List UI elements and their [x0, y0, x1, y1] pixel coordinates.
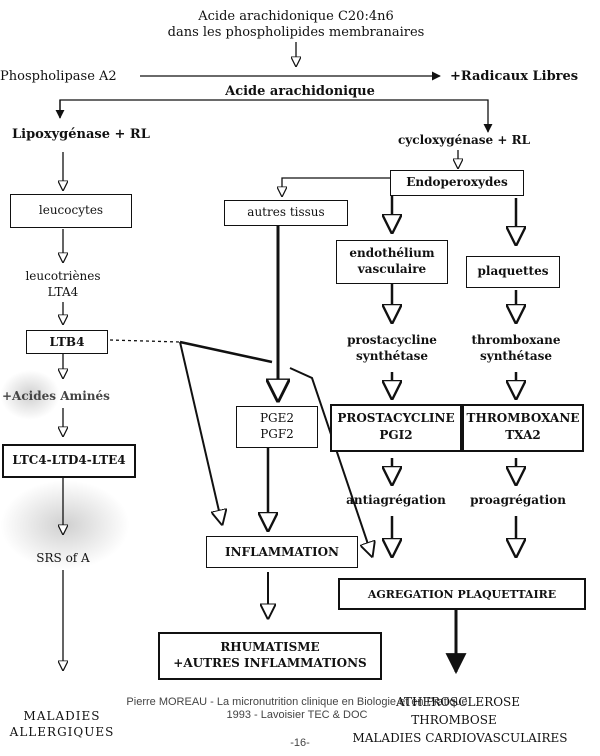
maladies-allergiques-1: MALADIES — [23, 709, 101, 723]
maladies-cardio-label: MALADIES CARDIOVASCULAIRES — [352, 731, 568, 745]
radicaux-label: +Radicaux Libres — [450, 69, 579, 84]
acide-label: Acide arachidonique — [225, 84, 375, 99]
pgf2-label: PGF2 — [260, 427, 294, 441]
antiagregation-label: antiagrégation — [346, 493, 446, 507]
pge2-box: PGE2 PGF2 — [236, 406, 318, 448]
thromboxane-synth-2: synthétase — [479, 349, 553, 363]
line-ltb4 — [109, 339, 181, 343]
arrow-autres — [282, 177, 390, 196]
leucocytes-box: leucocytes — [10, 194, 132, 228]
thromboxane-synth-1: thromboxane — [471, 333, 561, 347]
top-line-2: dans les phospholipides membranaires — [167, 25, 425, 40]
plaquettes-label: plaquettes — [477, 264, 549, 278]
lipoxygenase-label: Lipoxygénase + RL — [12, 127, 150, 142]
thromboxane-label-1: THROMBOXANE — [466, 411, 580, 425]
rhumatisme-label-2: +AUTRES INFLAMMATIONS — [173, 656, 367, 670]
endothelium-label-1: endothélium — [349, 246, 435, 260]
endothelium-box: endothélium vasculaire — [336, 240, 448, 284]
top-line-1: Acide arachidonique C20:4n6 — [198, 9, 394, 24]
plaquettes-box: plaquettes — [466, 256, 560, 288]
prostacycline-synth-2: synthétase — [355, 349, 429, 363]
thrombose-label: THROMBOSE — [411, 713, 497, 727]
acides-amines-label: +Acides Aminés — [2, 389, 110, 403]
ltb4-box: LTB4 — [26, 330, 108, 354]
ltc4-label: LTC4-LTD4-LTE4 — [12, 453, 126, 467]
atherosclerose-label: ATHEROSCLEROSE — [395, 695, 521, 709]
rhumatisme-box: RHUMATISME +AUTRES INFLAMMATIONS — [158, 632, 382, 680]
autres-tissus-box: autres tissus — [224, 200, 348, 226]
arrow-ltb4-infl — [179, 341, 222, 524]
prostacycline-synth-1: prostacycline — [347, 333, 437, 347]
inflammation-box: INFLAMMATION — [206, 536, 358, 568]
endoperoxydes-label: Endoperoxydes — [406, 175, 508, 189]
footer-page: -16- — [290, 737, 310, 749]
endoperoxydes-box: Endoperoxydes — [390, 170, 524, 196]
pge2-label: PGE2 — [259, 411, 295, 425]
leucotrienes-label-1: leucotriènes — [25, 269, 101, 283]
cyclooxygenase-label: cycloxygénase + RL — [398, 133, 531, 147]
proagregation-label: proagrégation — [470, 493, 566, 507]
ltb4-label: LTB4 — [49, 335, 85, 349]
footer-line-2: 1993 - Lavoisier TEC & DOC — [226, 709, 368, 721]
arrow-to-agreg — [289, 367, 372, 556]
prostacycline-label-2: PGI2 — [379, 428, 413, 442]
leucocytes-label: leucocytes — [38, 203, 104, 217]
inflammation-label: INFLAMMATION — [224, 545, 340, 559]
maladies-allergiques-2: ALLERGIQUES — [9, 725, 115, 739]
line-ltb4-right — [179, 340, 273, 364]
thromboxane-box: THROMBOXANE TXA2 — [462, 404, 584, 452]
agregation-label: AGREGATION PLAQUETTAIRE — [367, 588, 557, 601]
rhumatisme-label-1: RHUMATISME — [220, 640, 320, 654]
endothelium-label-2: vasculaire — [357, 262, 427, 276]
prostacycline-label-1: PROSTACYCLINE — [337, 411, 455, 425]
prostacycline-box: PROSTACYCLINE PGI2 — [330, 404, 462, 452]
leucotrienes-label-2: LTA4 — [47, 285, 79, 299]
phospholipase-label: Phospholipase A2 — [0, 69, 117, 84]
autres-tissus-label: autres tissus — [247, 205, 325, 219]
agregation-box: AGREGATION PLAQUETTAIRE — [338, 578, 586, 610]
thromboxane-label-2: TXA2 — [505, 428, 541, 442]
srs-label: SRS of A — [36, 551, 90, 565]
ltc4-box: LTC4-LTD4-LTE4 — [2, 444, 136, 478]
footer-line-1: Pierre MOREAU - La micronutrition cliniq… — [126, 696, 468, 708]
